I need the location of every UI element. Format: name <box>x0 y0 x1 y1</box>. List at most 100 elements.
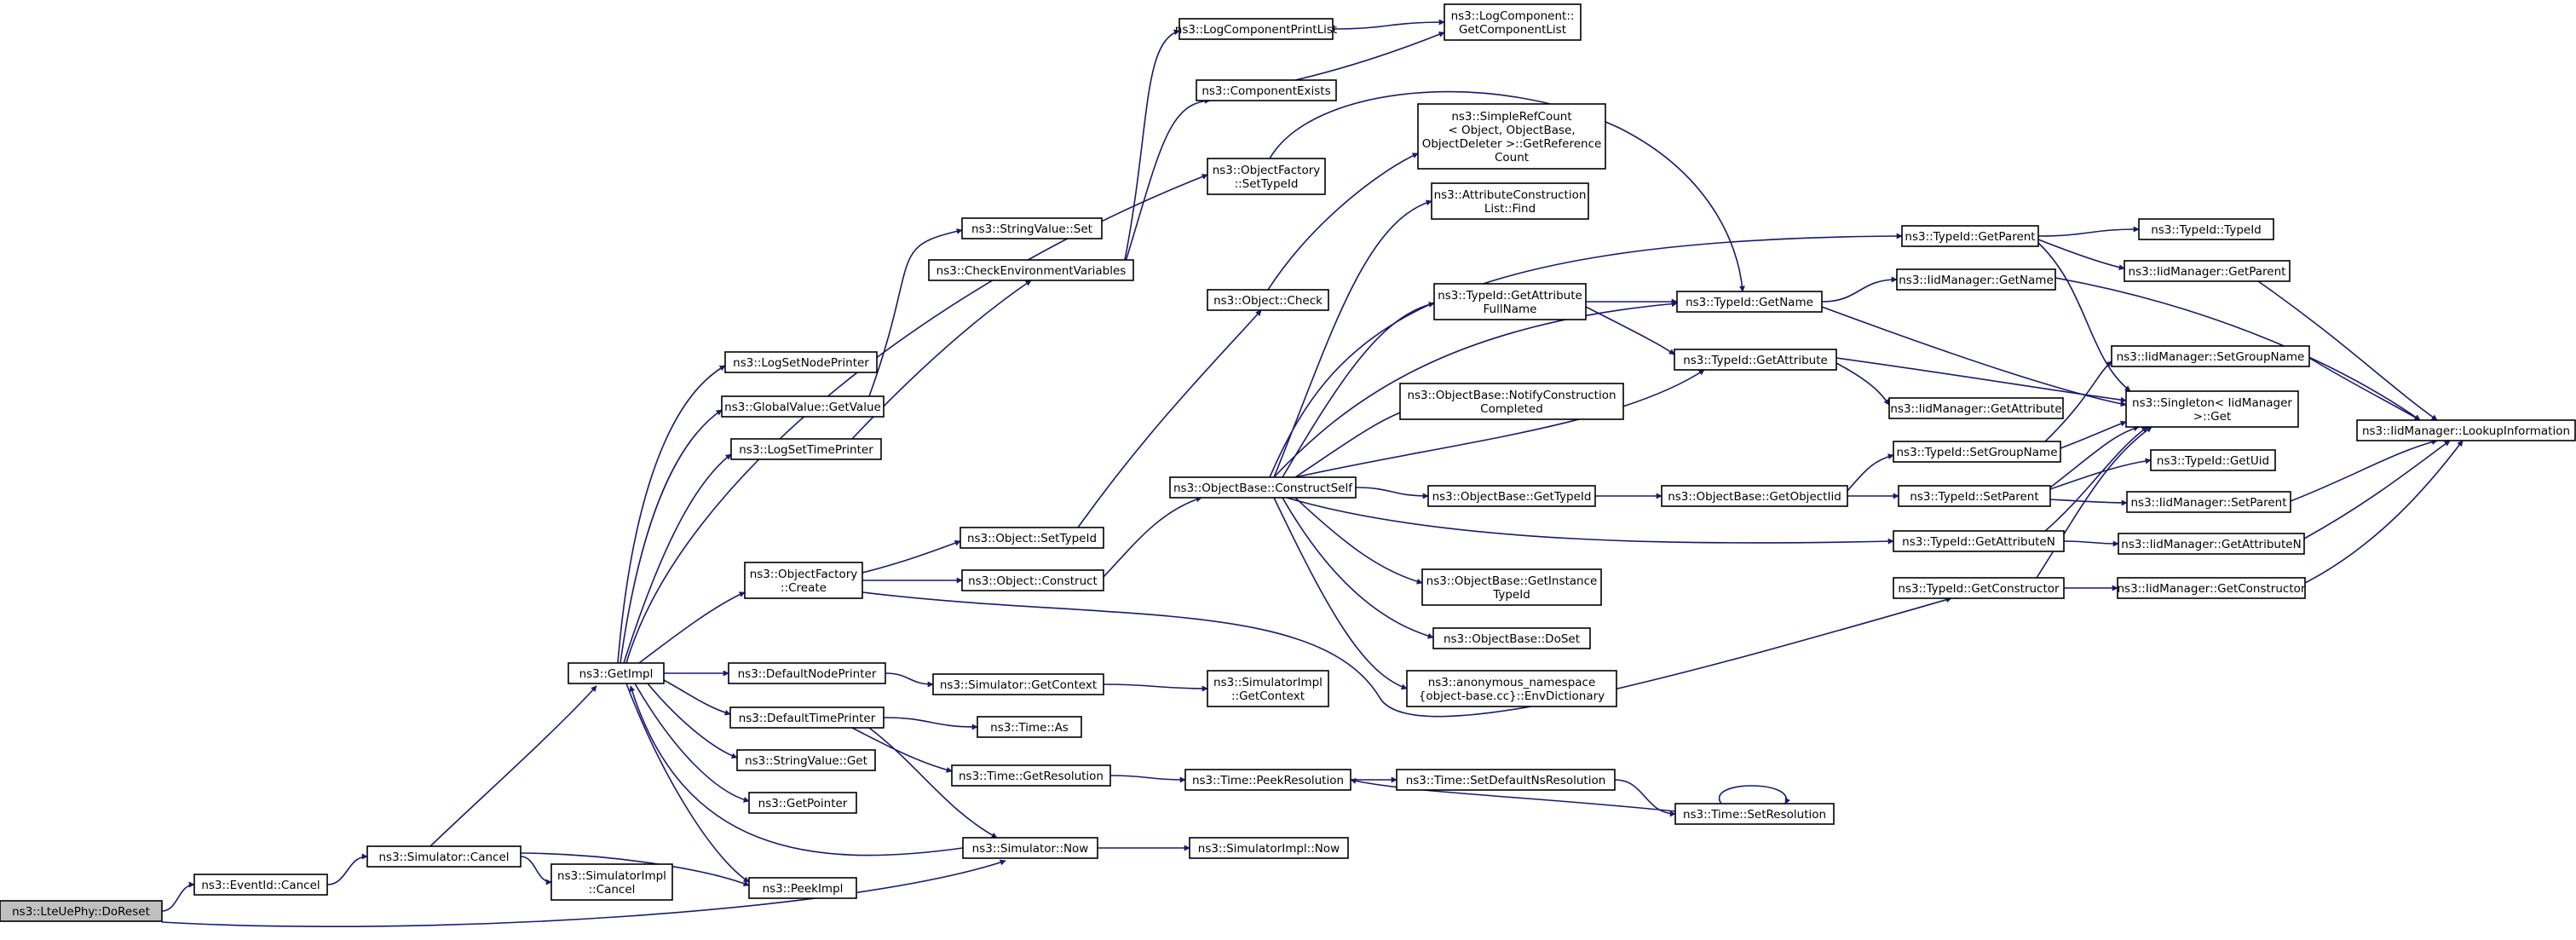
edge-comp-exists-to-log-comp-get-list <box>1294 32 1445 81</box>
edge-line <box>1294 32 1445 81</box>
node-log-set-time-printer[interactable]: ns3::LogSetTimePrinter <box>730 438 882 460</box>
node-label-line: ns3::Singleton< IidManager <box>2132 396 2292 410</box>
node-default-node-printer[interactable]: ns3::DefaultNodePrinter <box>728 662 886 684</box>
node-type-id-get-attribute[interactable]: ns3::TypeId::GetAttribute <box>1674 349 1837 371</box>
edge-line <box>1614 779 1676 817</box>
edge-type-id-get-name-to-iid-get-name <box>1821 276 1898 303</box>
node-label-line: ns3::TypeId::GetParent <box>1905 230 2035 244</box>
node-iid-get-name[interactable]: ns3::IidManager::GetName <box>1896 268 2056 291</box>
edge-line <box>1585 306 1675 355</box>
edge-type-id-get-parent-to-singleton-get <box>2037 242 2131 392</box>
node-obj-set-type-id[interactable]: ns3::Object::SetTypeId <box>960 527 1104 549</box>
node-box <box>550 863 673 901</box>
node-get-object-iid[interactable]: ns3::ObjectBase::GetObjectIid <box>1661 485 1848 507</box>
node-time-peek-resolution[interactable]: ns3::Time::PeekResolution <box>1184 769 1351 791</box>
node-time-get-resolution[interactable]: ns3::Time::GetResolution <box>951 764 1111 787</box>
node-get-impl[interactable]: ns3::GetImpl <box>568 662 665 684</box>
node-time-set-resolution[interactable]: ns3::Time::SetResolution <box>1674 803 1835 825</box>
node-box <box>1169 476 1357 499</box>
node-get-pointer[interactable]: ns3::GetPointer <box>748 792 857 814</box>
node-type-id-get-constructor[interactable]: ns3::TypeId::GetConstructor <box>1893 577 2065 599</box>
edge-line <box>2037 226 2140 237</box>
node-log-comp-print-list[interactable]: ns3::LogComponentPrintList <box>1175 18 1337 40</box>
edge-time-set-resolution-to-time-peek-resolution <box>1350 778 1676 812</box>
node-log-comp-get-list[interactable]: ns3::LogComponent::GetComponentList <box>1444 3 1582 41</box>
node-peek-impl[interactable]: ns3::PeekImpl <box>748 877 857 899</box>
edge-type-id-set-parent-to-type-id-get-uid <box>2049 458 2152 490</box>
edges-layer <box>161 19 2464 927</box>
node-type-id-set-group-name[interactable]: ns3::TypeId::SetGroupName <box>1893 441 2061 463</box>
node-box <box>729 706 885 729</box>
edge-construct-self-to-type-id-get-parent <box>1269 233 1903 478</box>
node-iid-set-group-name[interactable]: ns3::IidManager::SetGroupName <box>2111 345 2310 367</box>
edge-line <box>638 591 746 664</box>
node-label-line: ns3::IidManager::GetParent <box>2129 265 2286 279</box>
node-time-set-default-ns[interactable]: ns3::Time::SetDefaultNsResolution <box>1396 769 1616 791</box>
node-iid-lookup[interactable]: ns3::IidManager::LookupInformation <box>2356 419 2576 441</box>
node-box <box>744 562 863 599</box>
node-sim-impl-cancel[interactable]: ns3::SimulatorImpl::Cancel <box>550 863 673 901</box>
edge-type-id-get-parent-to-iid-get-parent <box>2037 239 2125 271</box>
node-obj-factory-create[interactable]: ns3::ObjectFactory::Create <box>744 562 863 599</box>
node-string-value-get[interactable]: ns3::StringValue::Get <box>736 749 876 771</box>
edge-event-id-cancel-to-sim-cancel <box>326 853 368 885</box>
node-obj-check[interactable]: ns3::Object::Check <box>1207 289 1329 311</box>
node-sim-impl-now[interactable]: ns3::SimulatorImpl::Now <box>1189 837 1349 859</box>
node-check-env[interactable]: ns3::CheckEnvironmentVariables <box>928 259 1134 281</box>
node-label-line: ns3::DefaultNodePrinter <box>738 667 877 681</box>
node-obj-base-get-type-id[interactable]: ns3::ObjectBase::GetTypeId <box>1427 485 1596 507</box>
node-type-id-type-id[interactable]: ns3::TypeId::TypeId <box>2138 218 2274 240</box>
node-singleton-get[interactable]: ns3::Singleton< IidManager>::Get <box>2125 390 2299 428</box>
node-time-as[interactable]: ns3::Time::As <box>977 716 1082 738</box>
node-label-line: ns3::ObjectBase::DoSet <box>1444 632 1580 646</box>
node-type-id-get-attribute-n[interactable]: ns3::TypeId::GetAttributeN <box>1893 530 2065 552</box>
edge-line <box>883 717 978 730</box>
node-box <box>2118 533 2305 555</box>
node-sim-impl-get-context[interactable]: ns3::SimulatorImpl::GetContext <box>1207 670 1329 707</box>
edge-obj-factory-create-to-type-id-get-constructor <box>862 591 1952 718</box>
edge-line <box>2049 425 2140 488</box>
node-sim-get-context[interactable]: ns3::Simulator::GetContext <box>932 673 1104 695</box>
node-iid-get-constructor[interactable]: ns3::IidManager::GetConstructor <box>2117 577 2306 599</box>
edge-line <box>1350 778 1676 812</box>
node-comp-exists[interactable]: ns3::ComponentExists <box>1196 79 1337 101</box>
node-string-value-set[interactable]: ns3::StringValue::Set <box>961 217 1103 239</box>
node-simple-ref-count[interactable]: ns3::SimpleRefCount< Object, ObjectBase,… <box>1417 103 1606 170</box>
node-iid-get-attribute[interactable]: ns3::IidManager::GetAttribute <box>1888 397 2064 419</box>
node-notify-construction[interactable]: ns3::ObjectBase::NotifyConstructionCompl… <box>1399 383 1624 420</box>
node-type-id-get-name[interactable]: ns3::TypeId::GetName <box>1676 291 1823 313</box>
node-default-time-printer[interactable]: ns3::DefaultTimePrinter <box>729 706 885 729</box>
node-env-dictionary[interactable]: ns3::anonymous_namespace{object-base.cc}… <box>1406 670 1617 707</box>
node-sim-now[interactable]: ns3::Simulator::Now <box>962 837 1098 859</box>
node-event-id-cancel[interactable]: ns3::EventId::Cancel <box>193 874 328 896</box>
node-type-id-get-uid[interactable]: ns3::TypeId::GetUid <box>2150 449 2276 471</box>
node-iid-get-attribute-n[interactable]: ns3::IidManager::GetAttributeN <box>2118 533 2305 555</box>
node-label-line: ns3::TypeId::GetConstructor <box>1898 582 2060 596</box>
node-label-line: ns3::DefaultTimePrinter <box>739 712 876 725</box>
node-type-id-get-parent[interactable]: ns3::TypeId::GetParent <box>1901 225 2039 247</box>
edge-line <box>2044 360 2112 442</box>
node-box <box>960 527 1104 549</box>
node-log-set-node-printer[interactable]: ns3::LogSetNodePrinter <box>724 351 878 373</box>
node-sim-cancel[interactable]: ns3::Simulator::Cancel <box>366 845 522 868</box>
node-type-id-set-parent[interactable]: ns3::TypeId::SetParent <box>1898 485 2051 507</box>
node-do-set[interactable]: ns3::ObjectBase::DoSet <box>1432 627 1591 649</box>
node-iid-get-parent[interactable]: ns3::IidManager::GetParent <box>2124 260 2291 282</box>
edge-construct-self-to-obj-base-get-type-id <box>1355 487 1429 499</box>
node-iid-set-parent[interactable]: ns3::IidManager::SetParent <box>2126 491 2291 513</box>
node-obj-factory-set-type-id[interactable]: ns3::ObjectFactory::SetTypeId <box>1207 158 1326 195</box>
edge-line <box>862 539 961 574</box>
node-global-value-get-value[interactable]: ns3::GlobalValue::GetValue <box>721 395 885 418</box>
node-box <box>961 569 1104 591</box>
edge-line <box>161 859 1006 927</box>
node-box <box>1898 485 2051 507</box>
node-construct-self[interactable]: ns3::ObjectBase::ConstructSelf <box>1169 476 1357 499</box>
edge-line <box>1821 276 1898 303</box>
node-label-line: ns3::LogSetNodePrinter <box>733 356 869 370</box>
node-label-line: ns3::ObjectBase::NotifyConstruction <box>1407 389 1616 402</box>
node-obj-construct[interactable]: ns3::Object::Construct <box>961 569 1104 591</box>
